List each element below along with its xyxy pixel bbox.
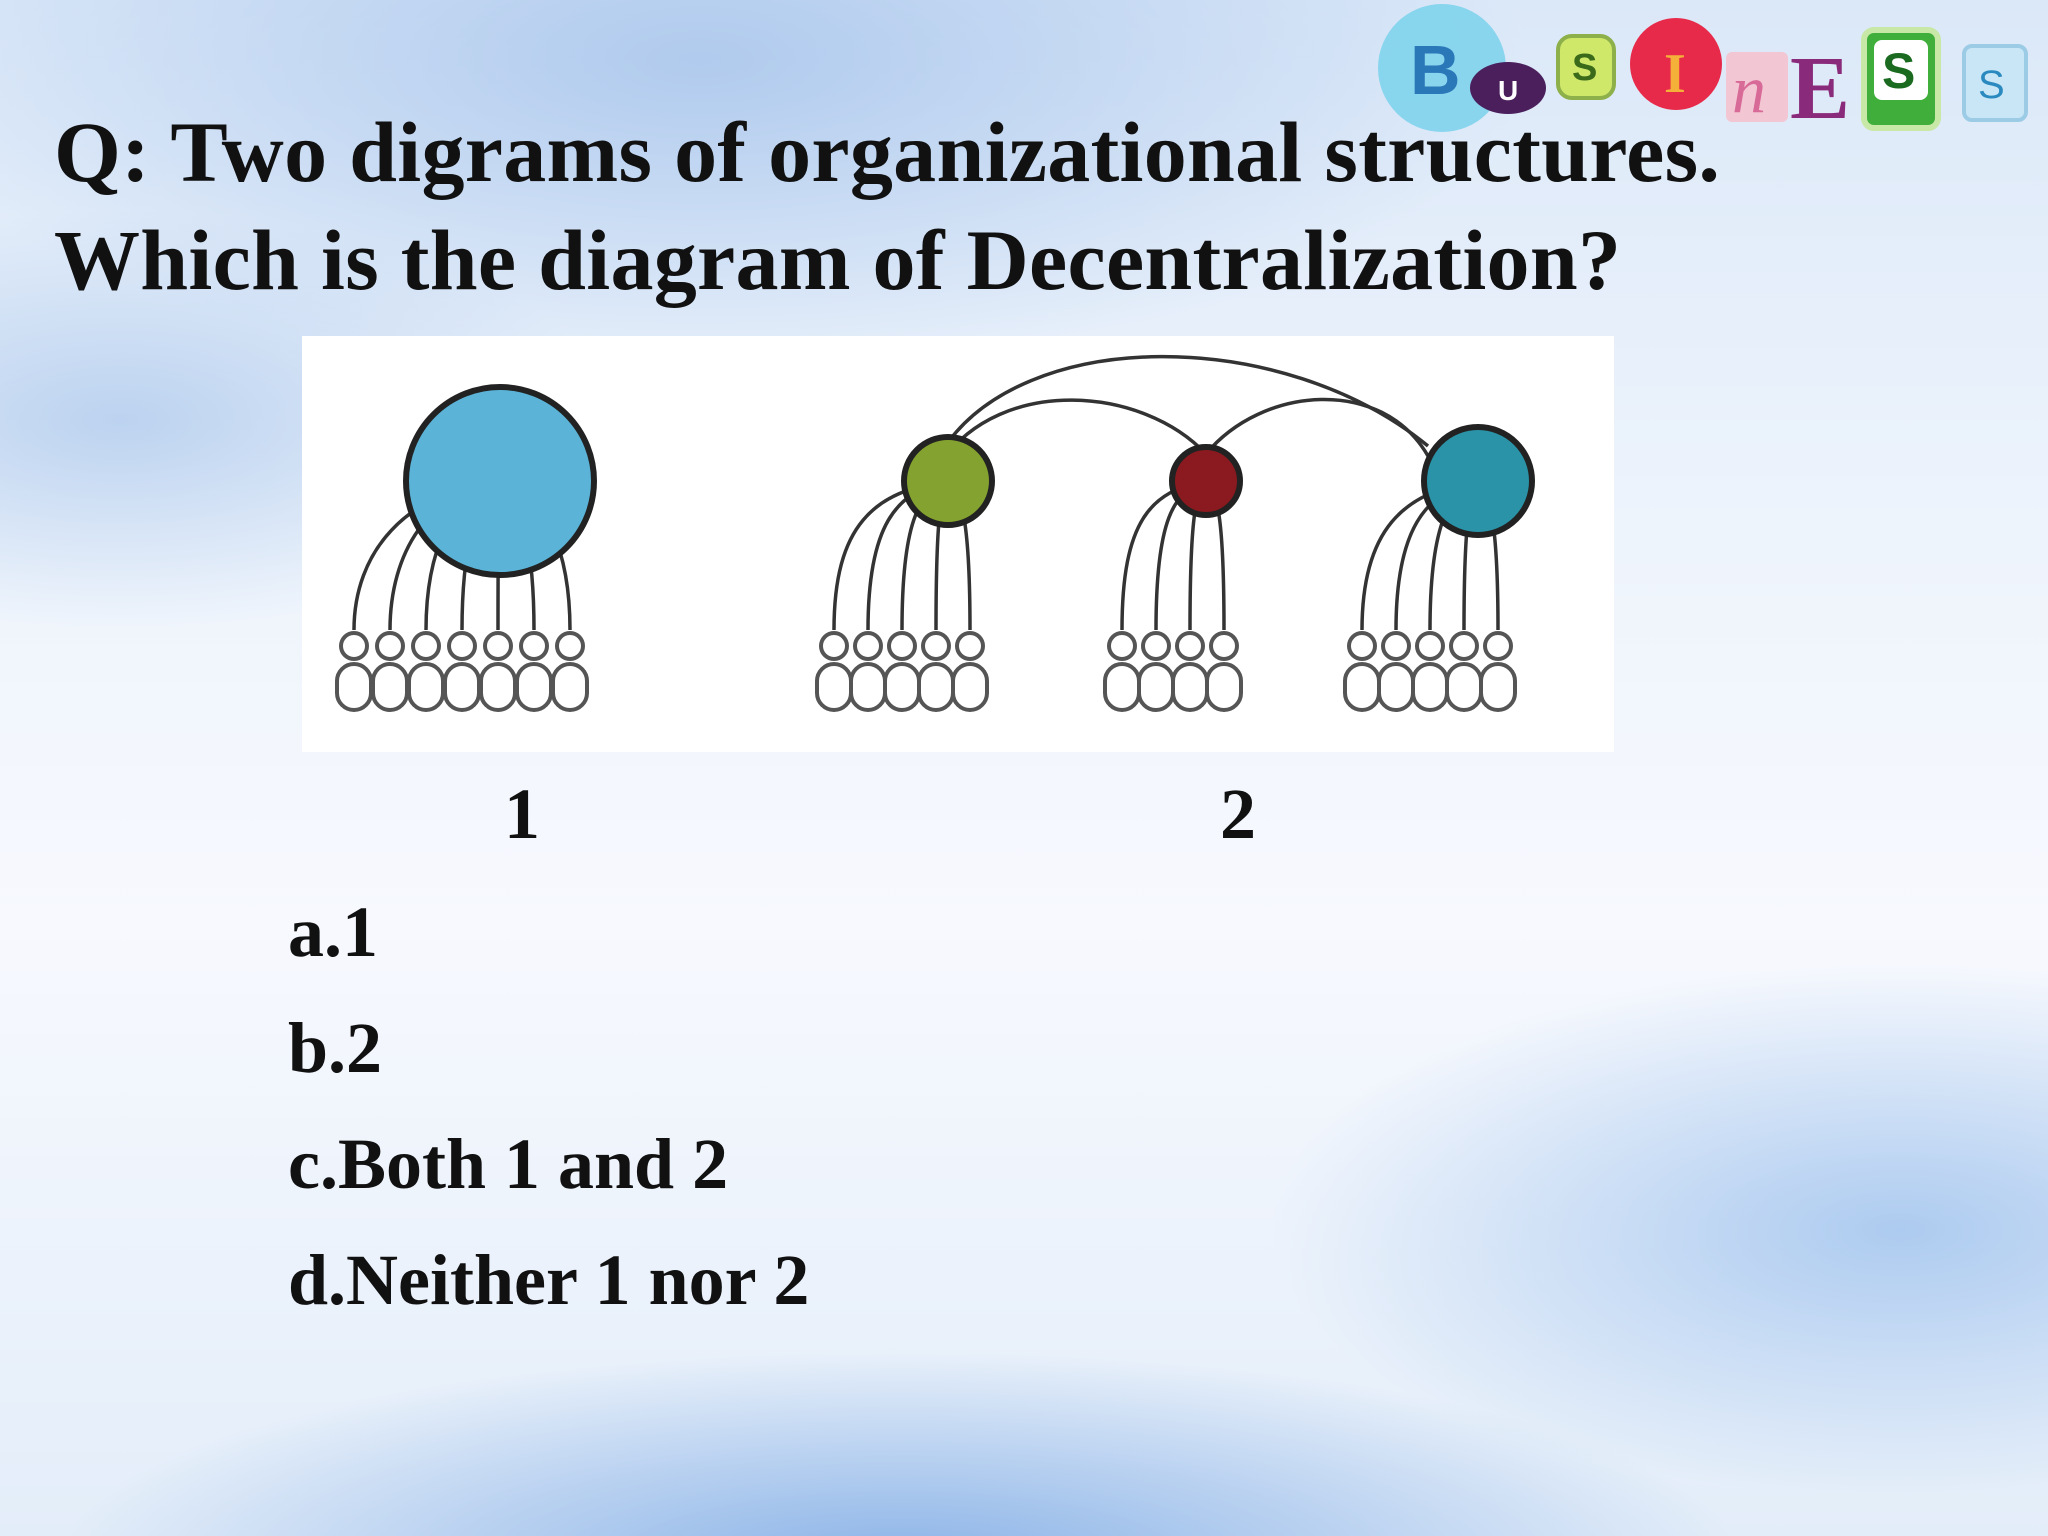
diagram-1-person-icon-4 [443, 631, 481, 712]
org-structure-diagrams [335, 354, 1535, 712]
option-b[interactable]: b.2 [288, 1008, 383, 1088]
question-line-1: Q: Two digrams of organizational structu… [54, 104, 1721, 200]
diagram-1-label: 1 [504, 774, 540, 854]
diagram-2-group-1-person-icon-4 [917, 631, 955, 712]
diagram-2-group-1-person-icon-1 [815, 631, 853, 712]
diagram-2-group-3-person-icon-4 [1445, 631, 1483, 712]
diagram-2-group-2-hub-node [1169, 444, 1243, 518]
diagram-1-person-icon-6 [515, 631, 553, 712]
svg-text:E: E [1790, 39, 1850, 138]
diagram-2-group-3-person-icon-3 [1411, 631, 1449, 712]
diagram-2-group-1-person-icon-3 [883, 631, 921, 712]
diagram-2-group-1-person-icon-2 [849, 631, 887, 712]
diagram-2-group-3-hub-node [1421, 424, 1535, 538]
svg-text:S: S [1882, 43, 1915, 99]
diagram-2-group-2-person-icon-4 [1205, 631, 1243, 712]
question-text: Q: Two digrams of organizational structu… [54, 98, 1954, 314]
option-a[interactable]: a.1 [288, 892, 378, 972]
answer-options: a.1 b.2 c.Both 1 and 2 d.Neither 1 nor 2 [288, 884, 809, 1348]
org-structure-figure [302, 336, 1614, 752]
svg-text:B: B [1410, 31, 1461, 109]
diagram-1-person-icon-2 [371, 631, 409, 712]
diagram-2-group-1-hub-node [901, 434, 995, 528]
diagram-2-arc-left [940, 398, 1208, 463]
svg-text:S: S [1978, 63, 2005, 107]
diagram-1-person-icon-5 [479, 631, 517, 712]
diagram-1-hub-node [403, 384, 597, 578]
diagram-2-group-2-person-icon-3 [1171, 631, 1209, 712]
diagram-2-group-3-person-icon-2 [1377, 631, 1415, 712]
question-line-2: Which is the diagram of Decentralization… [54, 212, 1622, 308]
svg-text:U: U [1498, 75, 1518, 106]
diagram-2-group-2-person-icon-1 [1103, 631, 1141, 712]
business-logo: B U S I n E S S [1360, 0, 2040, 190]
diagram-1-person-icon-7 [551, 631, 589, 712]
svg-text:n: n [1732, 51, 1766, 127]
svg-text:S: S [1572, 47, 1597, 89]
diagram-2-group-3-person-icon-1 [1343, 631, 1381, 712]
diagram-2-group-1-person-icon-5 [951, 631, 989, 712]
diagram-1-person-icon-1 [335, 631, 373, 712]
diagram-2-label: 2 [1220, 774, 1256, 854]
svg-text:I: I [1664, 43, 1686, 105]
diagram-2-group-2-person-icon-2 [1137, 631, 1175, 712]
option-c[interactable]: c.Both 1 and 2 [288, 1124, 729, 1204]
option-d[interactable]: d.Neither 1 nor 2 [288, 1240, 810, 1320]
diagram-2-arc-right [1204, 397, 1430, 457]
diagram-2-group-3-person-icon-5 [1479, 631, 1517, 712]
business-logo-artwork: B U S I n E S S [1378, 4, 2028, 138]
diagram-1-person-icon-3 [407, 631, 445, 712]
